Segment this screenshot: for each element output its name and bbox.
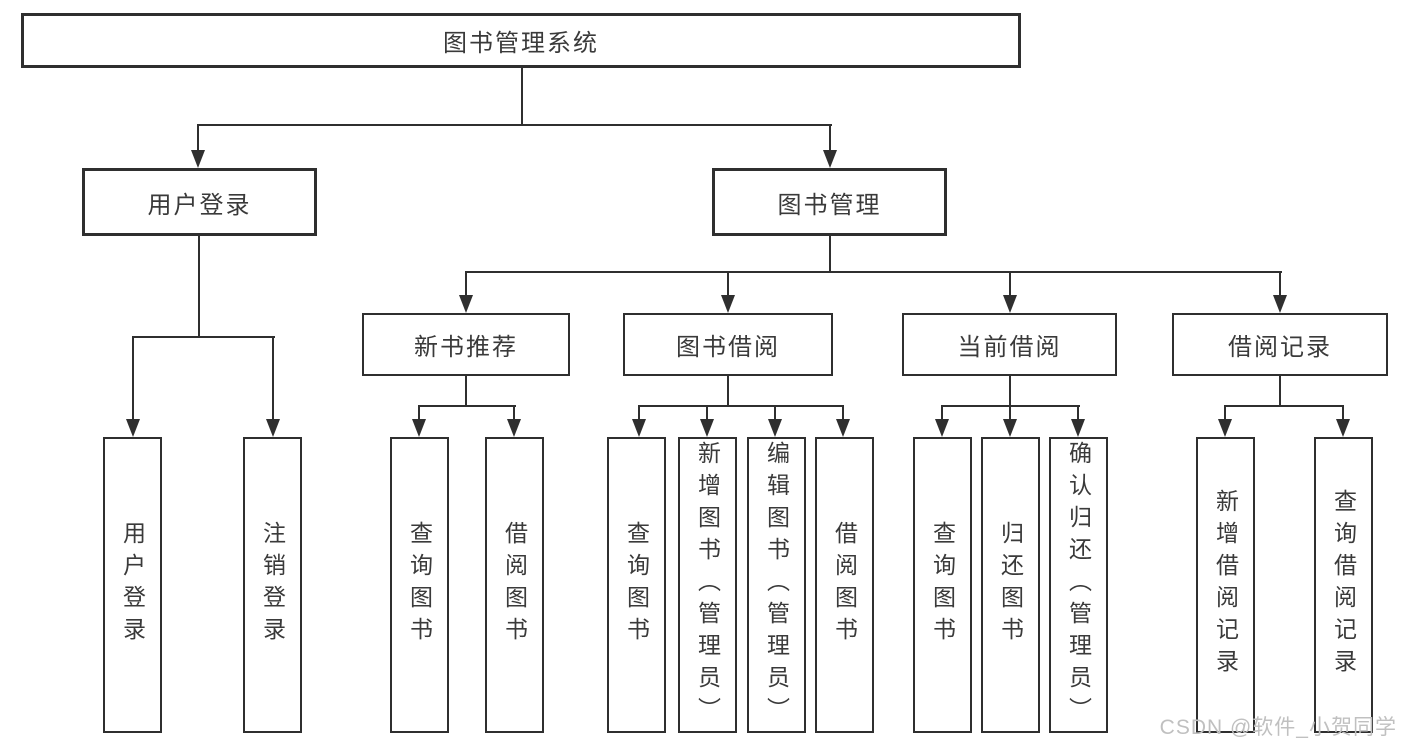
connector-line: [465, 376, 467, 407]
leaf-label: 注销登录: [259, 521, 286, 649]
leaf-label: 新增图书（管理员）: [694, 441, 721, 729]
arrowhead-icon: [266, 419, 280, 437]
csdn-watermark: CSDN @软件_小贺同学: [1159, 716, 1397, 739]
leaf-return-books: 归还图书: [981, 437, 1040, 733]
arrowhead-icon: [632, 419, 646, 437]
connector-line: [465, 271, 1282, 273]
connector-line: [1342, 405, 1344, 421]
arrowhead-icon: [823, 150, 837, 168]
leaf-label: 用户登录: [119, 521, 146, 649]
arrowhead-icon: [836, 419, 850, 437]
connector-line: [941, 405, 943, 421]
leaf-add-books-admin: 新增图书（管理员）: [678, 437, 737, 733]
arrowhead-icon: [721, 295, 735, 313]
node-label: 用户登录: [147, 191, 252, 219]
node-new-book-recommendation: 新书推荐: [362, 313, 570, 376]
leaf-label: 查询图书: [929, 521, 956, 649]
leaf-confirm-return-admin: 确认归还（管理员）: [1049, 437, 1108, 733]
leaf-label: 借阅图书: [501, 521, 528, 649]
connector-line: [132, 336, 275, 338]
connector-line: [272, 336, 274, 421]
connector-line: [1009, 376, 1011, 407]
leaf-label: 借阅图书: [831, 521, 858, 649]
connector-line: [197, 124, 832, 126]
arrowhead-icon: [1273, 295, 1287, 313]
leaf-label: 编辑图书（管理员）: [763, 441, 790, 729]
node-current-borrowing: 当前借阅: [902, 313, 1117, 376]
leaf-user-login: 用户登录: [103, 437, 162, 733]
connector-line: [829, 124, 831, 152]
leaf-label: 确认归还（管理员）: [1065, 441, 1092, 729]
node-label: 图书借阅: [676, 334, 780, 361]
connector-line: [1279, 376, 1281, 407]
node-label: 图书管理系统: [443, 30, 599, 57]
leaf-query-books-borrow: 查询图书: [607, 437, 666, 733]
connector-line: [1224, 405, 1344, 407]
leaf-label: 归还图书: [997, 521, 1024, 649]
connector-line: [829, 236, 831, 273]
connector-line: [198, 236, 200, 337]
leaf-label: 查询图书: [623, 521, 650, 649]
connector-line: [418, 405, 516, 407]
connector-line: [727, 271, 729, 297]
connector-line: [1077, 405, 1079, 421]
arrowhead-icon: [1003, 419, 1017, 437]
connector-line: [638, 405, 844, 407]
connector-line: [418, 405, 420, 421]
node-library-management-system: 图书管理系统: [21, 13, 1021, 68]
arrowhead-icon: [768, 419, 782, 437]
leaf-query-books-current: 查询图书: [913, 437, 972, 733]
arrowhead-icon: [459, 295, 473, 313]
arrowhead-icon: [700, 419, 714, 437]
node-label: 当前借阅: [957, 334, 1062, 361]
connector-line: [706, 405, 708, 421]
arrowhead-icon: [507, 419, 521, 437]
node-book-management: 图书管理: [712, 168, 947, 236]
leaf-edit-books-admin: 编辑图书（管理员）: [747, 437, 806, 733]
leaf-label: 查询借阅记录: [1330, 489, 1357, 681]
leaf-label: 查询图书: [406, 521, 433, 649]
arrowhead-icon: [1218, 419, 1232, 437]
arrowhead-icon: [412, 419, 426, 437]
node-label: 新书推荐: [414, 334, 518, 361]
arrowhead-icon: [191, 150, 205, 168]
leaf-label: 新增借阅记录: [1212, 489, 1239, 681]
node-label: 借阅记录: [1228, 334, 1332, 361]
leaf-logout: 注销登录: [243, 437, 302, 733]
connector-line: [465, 271, 467, 297]
connector-line: [727, 376, 729, 407]
leaf-query-borrow-record: 查询借阅记录: [1314, 437, 1373, 733]
connector-line: [774, 405, 776, 421]
connector-line: [1009, 271, 1011, 297]
arrowhead-icon: [1336, 419, 1350, 437]
node-user-login: 用户登录: [82, 168, 317, 236]
connector-line: [1224, 405, 1226, 421]
node-borrowing-records: 借阅记录: [1172, 313, 1388, 376]
connector-line: [197, 124, 199, 152]
connector-line: [521, 68, 523, 126]
leaf-query-books-recommend: 查询图书: [390, 437, 449, 733]
leaf-borrow-books: 借阅图书: [815, 437, 874, 733]
connector-line: [638, 405, 640, 421]
connector-line: [132, 336, 134, 421]
leaf-add-borrow-record: 新增借阅记录: [1196, 437, 1255, 733]
connector-line: [1009, 405, 1011, 421]
arrowhead-icon: [935, 419, 949, 437]
connector-line: [842, 405, 844, 421]
arrowhead-icon: [1003, 295, 1017, 313]
connector-line: [1279, 271, 1281, 297]
node-label: 图书管理: [777, 191, 882, 219]
arrowhead-icon: [126, 419, 140, 437]
leaf-borrow-books-recommend: 借阅图书: [485, 437, 544, 733]
connector-line: [513, 405, 515, 421]
arrowhead-icon: [1071, 419, 1085, 437]
node-book-borrowing: 图书借阅: [623, 313, 833, 376]
